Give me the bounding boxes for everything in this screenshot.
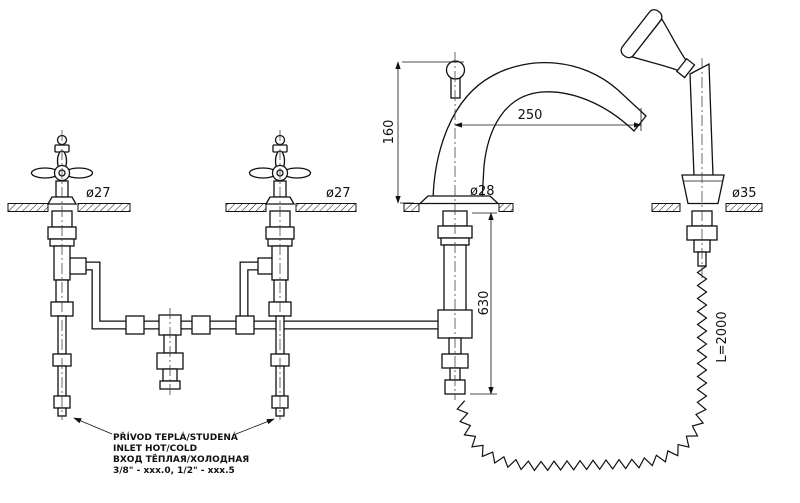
inlet-note: PŘÍVOD TEPLÁ/STUDENÁ INLET HOT/COLD ВХОД… — [73, 417, 275, 476]
dim-valve-left-diameter: ø27 — [86, 186, 111, 201]
shower-cradle — [681, 174, 725, 205]
pipe-union-nut — [235, 315, 255, 335]
spout-flange — [418, 195, 500, 205]
spout-body — [432, 61, 647, 201]
diverter-knob — [445, 60, 466, 80]
hand-shower-handle — [689, 62, 714, 177]
inlet-note-line-cz: PŘÍVOD TEPLÁ/STUDENÁ — [113, 431, 238, 443]
hand-shower-head — [620, 9, 696, 79]
supply-pipes — [84, 261, 444, 368]
deck-surface — [7, 203, 763, 212]
inlet-note-line-ru: ВХОД ТЁПЛАЯ/ХОЛОДНАЯ — [113, 454, 249, 465]
dim-hose-length: L=2000 — [715, 311, 730, 362]
dim-spout-reach: 250 — [518, 108, 543, 123]
inlet-note-line-sizes: 3/8" - xxx.0, 1/2" - xxx.5 — [113, 466, 235, 476]
inlet-note-line-en: INLET HOT/COLD — [113, 444, 197, 454]
dimensions: 160 250 630 L=2000 ø27 ø27 ø28 ø35 — [86, 61, 757, 395]
dim-spout-diameter: ø28 — [470, 184, 495, 199]
valve-left-side-port — [67, 257, 87, 275]
valve-right — [248, 134, 312, 417]
dim-spout-height: 160 — [382, 120, 397, 145]
shower-hose — [456, 265, 708, 472]
dim-valve-right-diameter: ø27 — [326, 186, 351, 201]
pipe-union-nut — [125, 315, 145, 335]
hand-shower — [620, 9, 725, 267]
valve-left — [30, 134, 94, 417]
pipe-union-nut — [191, 315, 211, 335]
centerlines — [61, 52, 703, 420]
dim-shower-diameter: ø35 — [732, 186, 757, 201]
dim-below-deck-depth: 630 — [477, 291, 492, 316]
